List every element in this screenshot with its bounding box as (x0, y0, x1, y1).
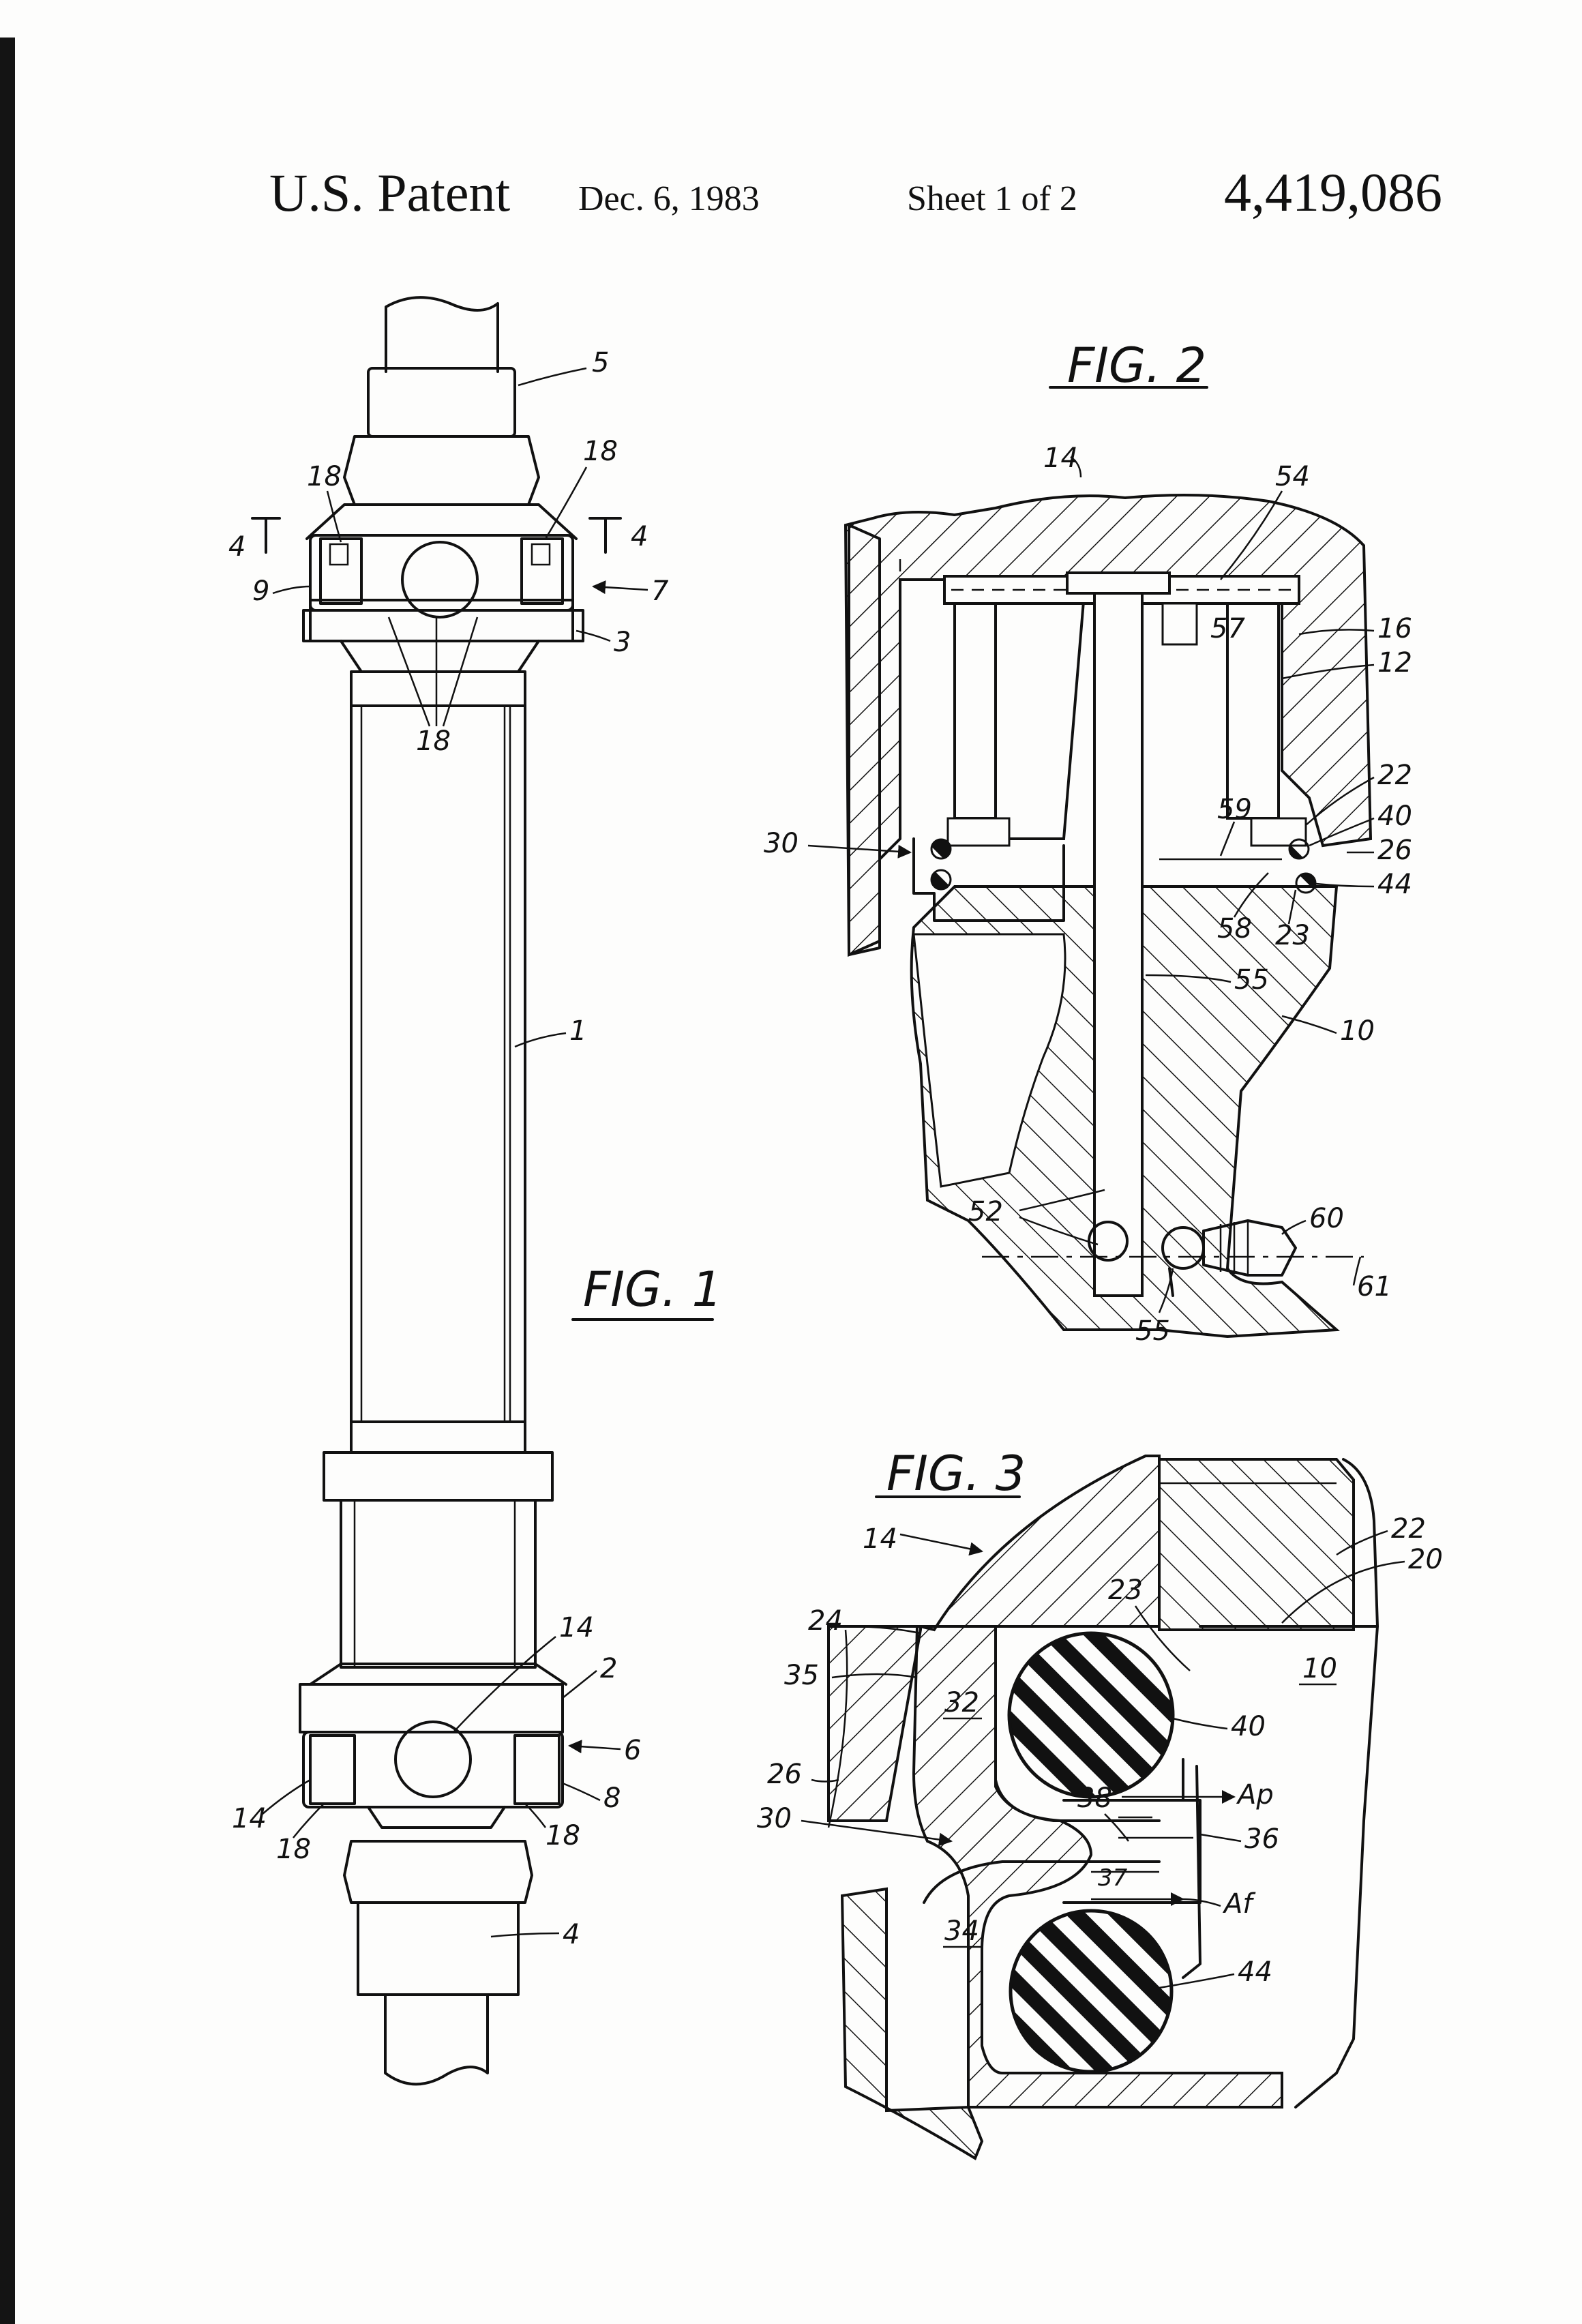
fig2-ref-30: 30 (764, 828, 799, 859)
fig2-ref-26: 26 (1377, 835, 1412, 866)
fig3-ref-34: 34 (944, 1916, 979, 1947)
fig1-ref-1: 1 (569, 1015, 586, 1047)
fig3-ref-20: 20 (1408, 1544, 1443, 1575)
fig3-ref-37: 37 (1098, 1864, 1128, 1892)
fig2-ref-55-top: 55 (1234, 964, 1269, 996)
fig2-ref-10: 10 (1340, 1015, 1375, 1047)
fig1-ref-7: 7 (651, 576, 669, 607)
fig1-ref-18-right: 18 (583, 436, 618, 467)
fig1-ref-6: 6 (624, 1735, 641, 1766)
fig2-ref-12: 12 (1377, 647, 1412, 679)
fig3-ref-38: 38 (1077, 1783, 1112, 1814)
fig1-ref-4-left: 4 (228, 531, 245, 563)
fig2-ref-22: 22 (1377, 760, 1412, 791)
fig3-ref-24: 24 (808, 1605, 843, 1637)
fig1-ref-14-bottom: 14 (232, 1803, 267, 1834)
fig2-ref-16: 16 (1377, 613, 1412, 644)
fig3-ref-44: 44 (1238, 1956, 1272, 1988)
fig1-ref-18-left: 18 (307, 461, 342, 492)
fig2-ref-54: 54 (1275, 461, 1310, 492)
fig2-ref-23: 23 (1275, 920, 1310, 951)
fig3-ref-23: 23 (1108, 1575, 1143, 1606)
fig2-ref-59: 59 (1217, 794, 1252, 825)
fig1-drawing: FIG. 1 (252, 297, 722, 2084)
fig3-ref-35: 35 (784, 1660, 819, 1691)
fig1-label: FIG. 1 (583, 1262, 722, 1317)
fig2-ref-52: 52 (968, 1196, 1003, 1227)
fig2-ref-58: 58 (1217, 913, 1252, 944)
fig3-ref-36: 36 (1244, 1823, 1279, 1855)
fig1-reference-numerals: 5 18 18 4 4 9 7 3 18 1 14 2 6 14 (228, 347, 669, 1950)
fig3-ref-Af: Af (1222, 1888, 1256, 1920)
fig1-ref-18-center: 18 (416, 726, 451, 757)
fig1-ref-18-bottom-left: 18 (276, 1834, 311, 1865)
fig2-ref-44: 44 (1377, 869, 1412, 900)
fig1-ref-4-bottom: 4 (563, 1919, 580, 1950)
fig3-ref-14: 14 (863, 1523, 897, 1555)
fig3-label: FIG. 3 (886, 1446, 1026, 1502)
fig3-ref-26: 26 (767, 1759, 802, 1790)
fig1-ref-5: 5 (592, 347, 609, 378)
fig3-ref-10: 10 (1302, 1653, 1337, 1684)
fig3-ref-Ap: Ap (1236, 1779, 1274, 1811)
fig1-ref-2: 2 (600, 1653, 617, 1684)
fig3-ref-32: 32 (944, 1687, 979, 1718)
fig2-ref-55-bottom: 55 (1135, 1315, 1170, 1347)
fig1-ref-9: 9 (252, 576, 269, 607)
fig2-ref-40: 40 (1377, 801, 1412, 832)
fig3-ref-30: 30 (757, 1803, 792, 1834)
fig3-ref-22: 22 (1391, 1513, 1426, 1545)
fig1-ref-3: 3 (614, 627, 631, 658)
fig1-ref-14-top: 14 (559, 1612, 594, 1643)
fig2-ref-60: 60 (1309, 1203, 1344, 1234)
fig2-ref-61: 61 (1357, 1271, 1392, 1302)
fig2-label: FIG. 2 (1067, 338, 1206, 393)
fig2-ref-57: 57 (1210, 613, 1245, 644)
fig1-ref-8: 8 (603, 1783, 621, 1814)
fig1-ref-18-bottom-right: 18 (546, 1820, 580, 1851)
fig3-ref-40: 40 (1231, 1711, 1266, 1742)
fig1-ref-4-right: 4 (631, 521, 648, 552)
